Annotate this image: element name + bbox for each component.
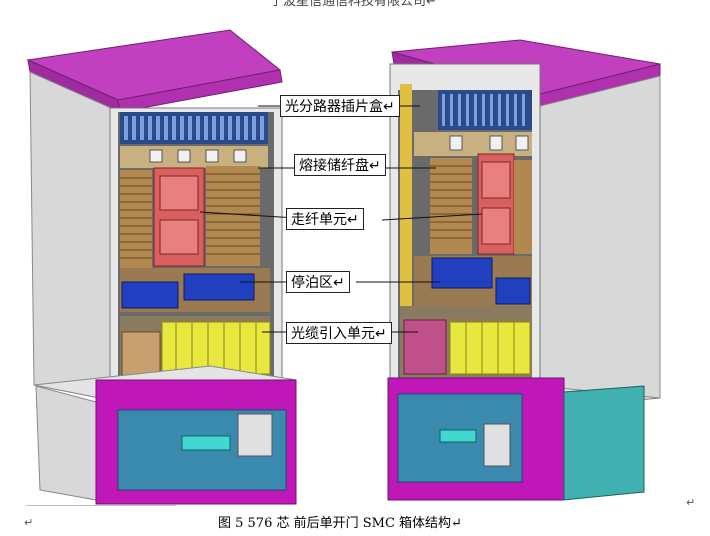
label-parking-area: 停泊区↵: [286, 271, 350, 293]
document-header: 宁波星信通信科技有限公司↵: [270, 0, 437, 9]
label-splice-tray: 熔接储纤盘↵: [294, 154, 386, 176]
right-base-side: [563, 385, 645, 501]
left-splitter-box: [120, 112, 268, 144]
right-side-wall: [539, 75, 661, 409]
paragraph-mark-left: ↵: [24, 516, 34, 529]
left-side-wall: [29, 71, 121, 403]
label-routing-unit: 走纤单元↵: [286, 208, 364, 230]
label-splitter-box: 光分路器插片盒↵: [280, 95, 400, 117]
left-tray-stack-2: [206, 166, 260, 266]
left-tray-stack-1: [120, 170, 152, 268]
left-cabinet: [26, 29, 297, 505]
left-base-side: [35, 385, 97, 501]
label-cable-entry: 光缆引入单元↵: [286, 322, 392, 344]
figure-caption: 图 5 576 芯 前后单开门 SMC 箱体结构↵: [218, 516, 462, 531]
right-splice-band: [414, 132, 532, 156]
footnote-rule: [26, 505, 176, 506]
right-cabinet: [387, 39, 661, 501]
paragraph-mark-right: ↵: [686, 496, 696, 509]
